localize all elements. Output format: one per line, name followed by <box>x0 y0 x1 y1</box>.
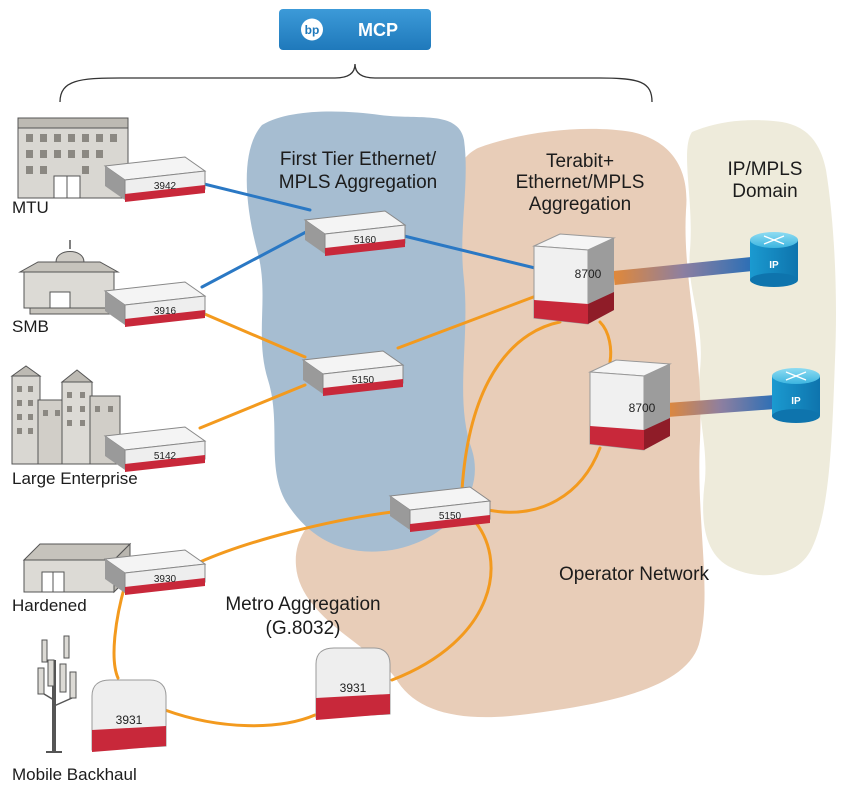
router-arrows-icon <box>785 371 807 381</box>
device-3916[interactable]: 3916 <box>103 281 207 327</box>
mcp-brace <box>59 63 653 103</box>
svg-text:5150: 5150 <box>439 511 462 522</box>
router-arrows-icon <box>763 235 785 245</box>
metro-aggregation-label: Metro Aggregation (G.8032) <box>225 594 380 639</box>
link-3916-5160 <box>200 230 308 289</box>
svg-text:8700: 8700 <box>629 401 656 415</box>
cell-tower-icon <box>37 635 77 753</box>
ip-router-upper[interactable]: IP <box>750 232 798 287</box>
device-5160[interactable]: 5160 <box>303 210 407 256</box>
device-3930[interactable]: 3930 <box>103 549 207 595</box>
ip-router-lower[interactable]: IP <box>772 368 820 423</box>
svg-text:IP: IP <box>769 260 779 271</box>
device-3931-left[interactable]: 3931 <box>91 679 167 752</box>
link-3930-3931 <box>112 583 127 680</box>
site-label-mtu: MTU <box>12 198 49 217</box>
svg-text:3916: 3916 <box>154 306 177 317</box>
link-8700a-8700b <box>598 320 613 364</box>
svg-text:3931: 3931 <box>340 681 367 695</box>
svg-text:Metro Aggregation: Metro Aggregation <box>225 594 380 615</box>
link-5160-8700 <box>398 233 537 270</box>
device-3942[interactable]: 3942 <box>103 156 207 202</box>
link-5150-8700 <box>396 294 538 350</box>
svg-text:Terabit+: Terabit+ <box>546 151 614 172</box>
building-enterprise-icon <box>10 365 121 465</box>
links <box>112 181 776 728</box>
building-mtu-icon <box>17 117 129 199</box>
first-tier-cloud <box>246 111 475 552</box>
site-label-smb: SMB <box>12 317 49 336</box>
svg-text:(G.8032): (G.8032) <box>266 618 341 639</box>
device-5142[interactable]: 5142 <box>103 426 207 472</box>
svg-text:IP/MPLS: IP/MPLS <box>728 159 803 180</box>
link-8700-ring <box>460 320 562 492</box>
site-label-mobile-backhaul: Mobile Backhaul <box>12 765 137 784</box>
first-tier-label: First Tier Ethernet/ MPLS Aggregation <box>279 149 437 193</box>
bp-logo-icon: bp <box>305 23 320 37</box>
pipe-8700a-ip <box>613 257 753 285</box>
svg-text:3931: 3931 <box>116 713 143 727</box>
svg-text:Aggregation: Aggregation <box>529 194 631 215</box>
link-5142-5150 <box>198 383 307 430</box>
device-8700-upper[interactable]: 8700 <box>532 233 616 325</box>
mcp-badge[interactable]: bp MCP <box>279 9 431 50</box>
ipmpls-label: IP/MPLS Domain <box>728 159 803 202</box>
pipe-8700b-ip <box>666 395 776 417</box>
ipmpls-domain-cloud <box>687 120 836 576</box>
link-3916-5150 <box>198 310 307 359</box>
svg-text:Ethernet/MPLS: Ethernet/MPLS <box>516 172 645 193</box>
link-3942-5160 <box>198 181 312 212</box>
svg-text:3942: 3942 <box>154 181 177 192</box>
device-5150-upper[interactable]: 5150 <box>301 350 405 396</box>
device-3931-right[interactable]: 3931 <box>315 647 391 720</box>
terabit-label: Terabit+ Ethernet/MPLS Aggregation <box>516 151 645 215</box>
operator-network-label: Operator Network <box>559 564 709 585</box>
link-3931-3931 <box>163 708 317 728</box>
svg-text:5142: 5142 <box>154 451 177 462</box>
link-8700b-5150 <box>486 446 602 514</box>
svg-text:MPLS Aggregation: MPLS Aggregation <box>279 172 437 193</box>
svg-text:8700: 8700 <box>575 267 602 281</box>
link-5150-3931 <box>390 516 493 682</box>
device-5150-lower[interactable]: 5150 <box>388 486 492 532</box>
site-label-large-enterprise: Large Enterprise <box>12 469 138 488</box>
svg-text:3930: 3930 <box>154 574 177 585</box>
svg-text:5160: 5160 <box>354 235 377 246</box>
svg-text:Domain: Domain <box>732 181 797 202</box>
mcp-title: MCP <box>358 20 398 40</box>
building-smb-icon <box>18 240 120 315</box>
svg-text:IP: IP <box>791 396 801 407</box>
site-label-hardened: Hardened <box>12 596 87 615</box>
svg-text:5150: 5150 <box>352 375 375 386</box>
link-5150-3930 <box>198 510 394 564</box>
device-8700-lower[interactable]: 8700 <box>588 359 672 451</box>
svg-text:First Tier Ethernet/: First Tier Ethernet/ <box>280 149 437 170</box>
